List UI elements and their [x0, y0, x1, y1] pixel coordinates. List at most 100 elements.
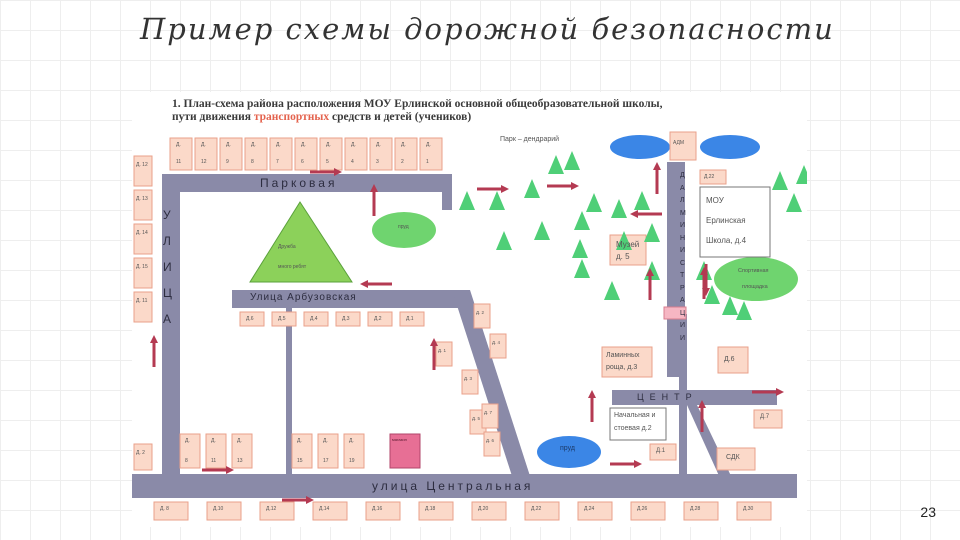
direction-arrow-icon — [752, 388, 784, 396]
street-label-parkovaya: Парковая — [260, 176, 338, 190]
label-vahta-2: стоевая д.2 — [614, 425, 652, 432]
houses-layer — [133, 137, 772, 521]
house-mid-label-1: Д. — [237, 438, 242, 444]
tree-icon — [489, 191, 505, 210]
map-heading: 1. План-схема района расположения МОУ Ер… — [172, 98, 792, 124]
house-left-label: Д. 14 — [136, 230, 148, 236]
direction-arrow-icon — [477, 185, 509, 193]
crosswalk — [663, 306, 687, 320]
lake — [537, 436, 601, 468]
tree-icon — [574, 259, 590, 278]
direction-arrow-icon — [150, 335, 158, 367]
house-diag — [483, 431, 501, 457]
house-top-label-2: 8 — [251, 159, 254, 165]
pond-top-right — [700, 135, 760, 159]
house-bottom — [312, 501, 348, 521]
road-arbuzovskaya — [232, 290, 462, 308]
house-mid-label-1: Д. — [323, 438, 328, 444]
direction-arrow-icon — [547, 182, 579, 190]
page-number: 23 — [920, 504, 936, 520]
house-top-label-1: Д. — [201, 142, 206, 148]
house-bottom-label: Д.26 — [637, 506, 648, 512]
label-d7: Д.7 — [760, 414, 770, 420]
tree-icon — [644, 223, 660, 242]
park-label: Парк – дендрарий — [500, 136, 560, 143]
house-bottom-label: Д.30 — [743, 506, 754, 512]
label-d1: Д.1 — [656, 448, 666, 454]
house-bottom — [471, 501, 507, 521]
house-diag-label: Д. 5 — [472, 416, 481, 421]
tree-icon — [459, 191, 475, 210]
label-sports-1: Спортивная — [738, 268, 769, 274]
direction-arrow-icon — [202, 466, 234, 474]
direction-arrow-icon — [630, 210, 662, 218]
house-top-label-2: 2 — [401, 159, 404, 165]
tree-icon — [534, 221, 550, 240]
house-bottom-label: Д.12 — [266, 506, 277, 512]
house-left — [133, 291, 153, 323]
house-top — [319, 137, 343, 171]
house-mid — [343, 433, 365, 469]
direction-arrow-icon — [430, 338, 438, 370]
house-mid-label-2: 8 — [185, 458, 188, 464]
house-diag-label: Д. 2 — [476, 310, 485, 315]
label-lake: пруд — [560, 445, 575, 452]
label-pond-small: пруд — [398, 224, 409, 230]
house-top-label-1: Д. — [226, 142, 231, 148]
d1-building — [649, 443, 677, 461]
road-diagonal — [452, 290, 530, 476]
house-left — [133, 189, 153, 221]
house-mid — [179, 433, 201, 469]
label-drug-2: много ребят — [278, 264, 307, 270]
house-bottom-label: Д. 8 — [160, 506, 169, 512]
direction-arrow-icon — [698, 400, 706, 432]
house-top — [219, 137, 243, 171]
house-left-label: Д. 12 — [136, 162, 148, 168]
house-top-label-2: 3 — [376, 159, 379, 165]
house-bottom — [524, 501, 560, 521]
house-bottom — [577, 501, 613, 521]
house-bottom — [418, 501, 454, 521]
direction-arrow-icon — [646, 268, 654, 300]
label-admin: АДМ — [673, 140, 685, 146]
house-bottom-label: Д.24 — [584, 506, 595, 512]
house-arbuz — [399, 311, 425, 327]
house-arbuz-label: Д.6 — [246, 316, 254, 322]
road-inner-vertical — [286, 304, 292, 498]
house-arbuz-label: Д.1 — [406, 316, 414, 322]
house-arbuz — [335, 311, 361, 327]
direction-arrow-icon — [370, 184, 378, 216]
store-building — [389, 433, 421, 469]
direction-arrow-icon — [653, 162, 661, 194]
road-parkovaya-end — [442, 174, 452, 210]
house-top-label-2: 11 — [176, 159, 182, 165]
house-arbuz-label: Д.4 — [310, 316, 318, 322]
label-laminated-2: роща, д.3 — [606, 364, 638, 371]
house-mid-label-2: 11 — [211, 458, 217, 464]
arrows-layer — [150, 162, 784, 504]
street-label-tsentr: ЦЕНТР — [637, 392, 698, 402]
house-left — [133, 155, 153, 187]
tree-icon — [586, 193, 602, 212]
map-heading-line1: 1. План-схема района расположения МОУ Ер… — [172, 98, 663, 110]
house-diag-label: Д. 1 — [438, 348, 447, 353]
house-diag — [489, 333, 507, 359]
safety-map: 1. План-схема района расположения МОУ Ер… — [132, 92, 807, 527]
house-left-label: Д. 11 — [136, 298, 148, 304]
house-top — [419, 137, 443, 171]
house-top-label-1: Д. — [326, 142, 331, 148]
street-label-arbuzovskaya: Улица Арбузовская — [250, 292, 357, 303]
trees-layer — [459, 151, 807, 320]
house-arbuz — [271, 311, 297, 327]
house-top — [269, 137, 293, 171]
laminated-building — [601, 346, 653, 378]
house-diag-label: Д. 6 — [486, 438, 495, 443]
label-museum-2: д. 5 — [616, 252, 630, 261]
tree-icon — [616, 231, 632, 250]
house-bottom — [630, 501, 666, 521]
tree-icon — [634, 191, 650, 210]
house-left — [133, 223, 153, 255]
label-school-3: Школа, д.4 — [706, 236, 747, 245]
house-mid — [291, 433, 313, 469]
label-sports-2: площадка — [742, 284, 768, 290]
